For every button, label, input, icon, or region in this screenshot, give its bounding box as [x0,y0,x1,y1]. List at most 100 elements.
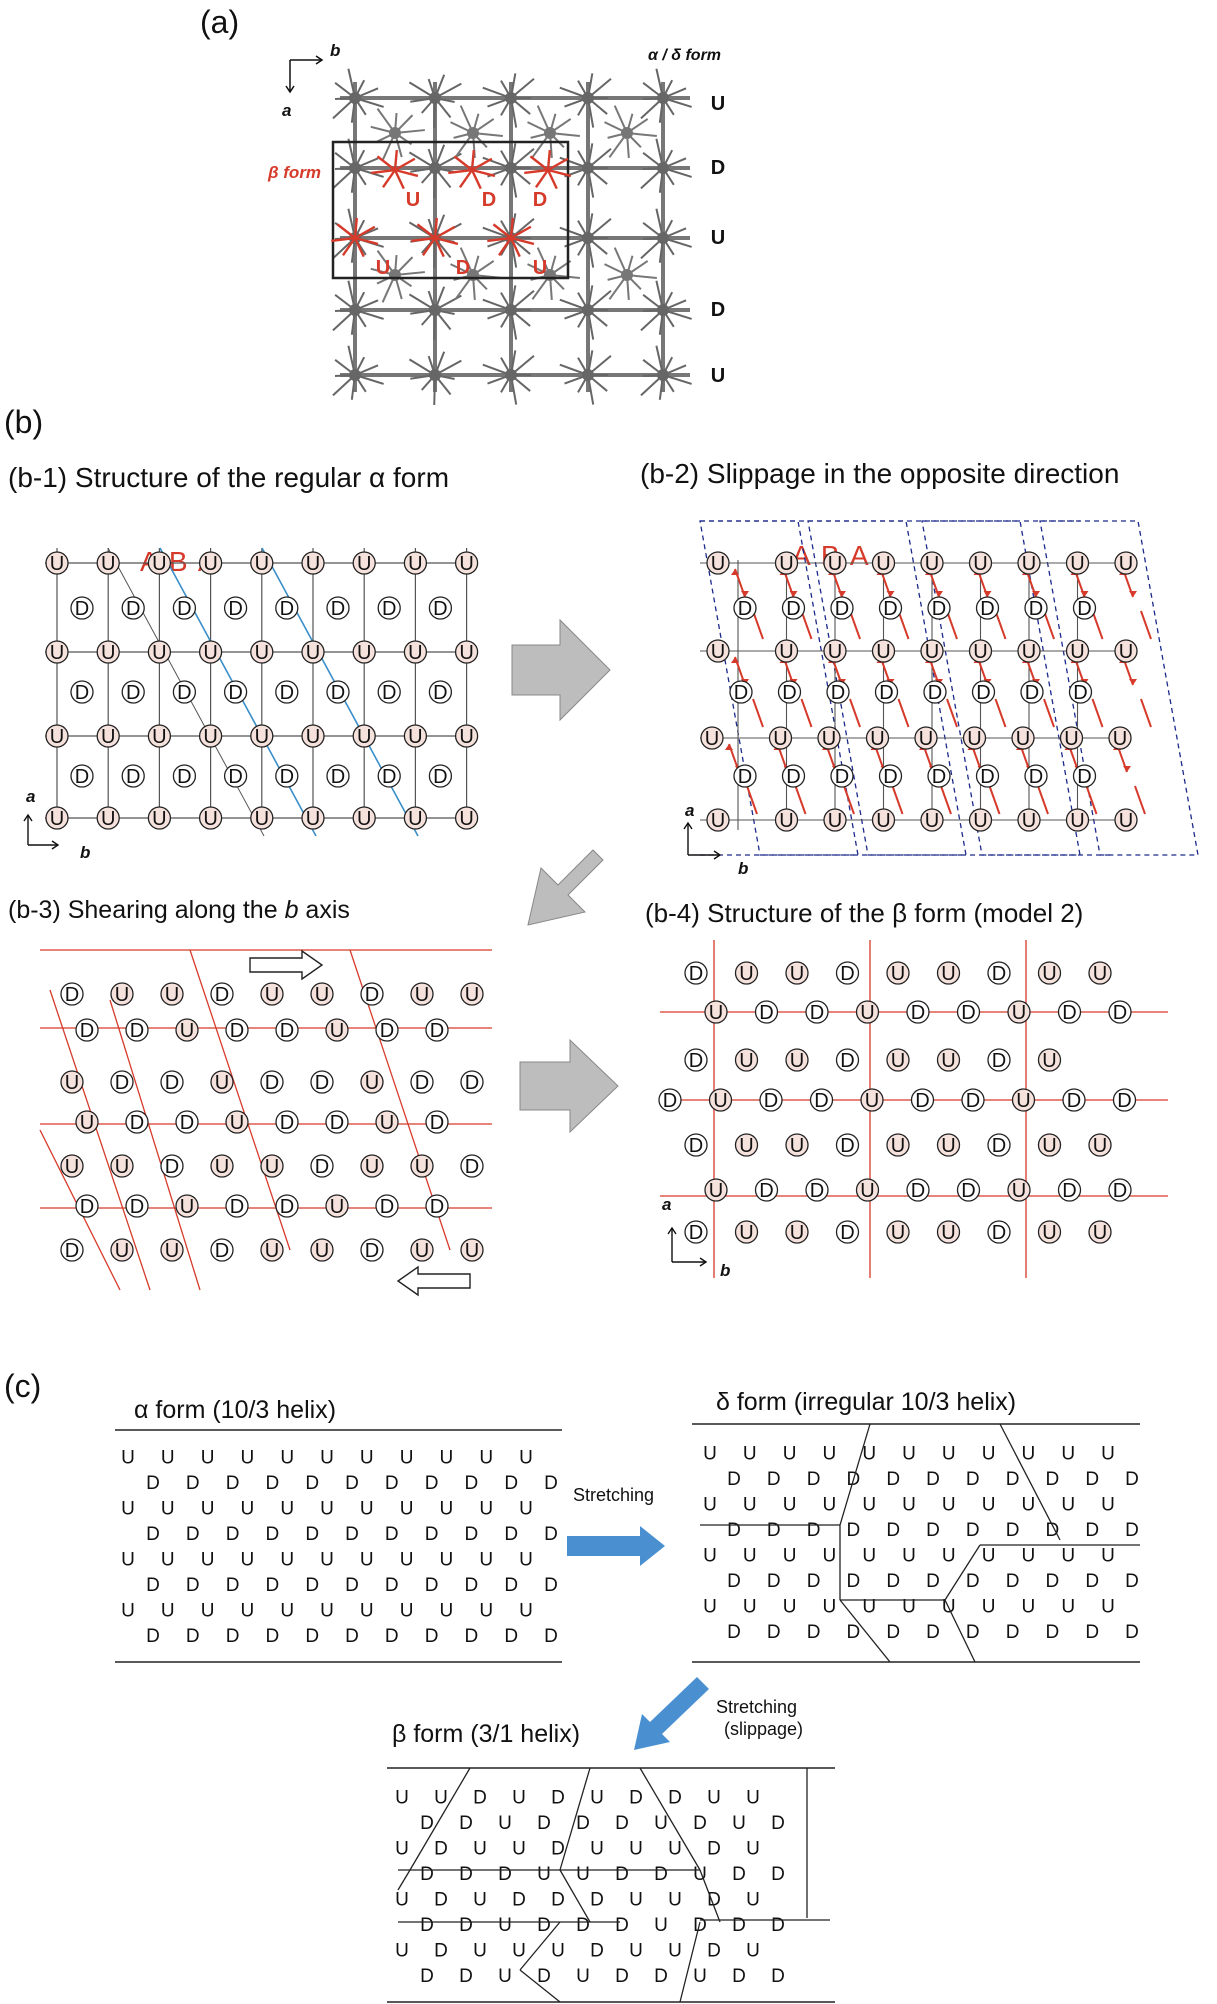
u-chain-label: U [50,553,64,575]
d-chain-circle [223,764,248,788]
alpha-chain-letter: U [241,1550,255,1571]
d-chain-circle [110,1070,134,1094]
beta-chain-letter: D [434,1839,448,1860]
alpha-chain-letter: D [226,1626,240,1647]
u-chain-label: U [941,963,955,985]
delta-chain-letter: U [1061,1597,1075,1618]
alpha-chain-letter: D [146,1473,160,1494]
u-chain-label: U [306,642,320,664]
d-chain-label: D [230,1196,244,1218]
alpha-chain-letter: U [440,1448,454,1469]
d-chain-label: D [280,1196,294,1218]
d-chain-label: D [738,766,752,788]
d-chain-circle [1024,764,1048,788]
u-chain-label: U [50,808,64,830]
u-chain-circle [410,982,434,1006]
b2-slip-arrow [1091,610,1104,640]
u-chain-circle [45,724,69,748]
b2-slip-arrow [940,785,952,815]
delta-chain-letter: U [823,1597,837,1618]
u-chain-circle [1114,551,1138,575]
u-chain-label: U [180,1020,194,1042]
delta-chain-letter: U [902,1495,916,1516]
u-chain-label: U [152,642,166,664]
u-chain-circle [708,1088,733,1112]
b1-axis-b: b [80,843,91,862]
d-chain-label: D [1025,682,1039,704]
d-chain-label: D [1077,766,1091,788]
delta-chain-letter: U [1022,1546,1036,1567]
stretching-label-1: Stretching [573,1485,655,1505]
b2-slip-arrow [1091,698,1104,728]
u-chain-circle [147,551,172,575]
u-chain-circle [1088,961,1112,985]
delta-chain-letter: U [862,1597,876,1618]
u-chain-label: U [380,1112,394,1134]
alpha-chain-letter: D [465,1473,479,1494]
u-chain-label: U [860,1002,874,1024]
delta-chain-letter: U [783,1444,797,1465]
a-beta-arm [433,217,439,239]
b2-slip-arrow [1037,785,1049,815]
u-chain-circle [968,551,993,575]
a-beta-molecule [524,149,572,190]
beta-chain-letter: D [693,1813,707,1834]
a-molecule-core [657,92,669,104]
b2-slip-arrowhead [789,591,798,597]
beta-chain-letter: D [551,1890,565,1911]
d-chain-label: D [810,1180,824,1202]
beta-chain-letter: D [420,1966,434,1987]
delta-chain-letter: D [886,1622,900,1643]
d-chain-label: D [835,598,849,620]
a-beta-arm [524,168,549,175]
beta-chain-letter: D [512,1890,526,1911]
delta-chain-letter: U [703,1597,717,1618]
d-chain-label: D [835,766,849,788]
a-beta-arm [458,169,473,188]
a-molecule-node [408,351,462,406]
u-chain-label: U [828,553,842,575]
beta-chain-letter: D [537,1813,551,1834]
u-chain-label: U [215,1156,229,1178]
d-chain-circle [1072,764,1097,788]
alpha-chain-letter: D [385,1524,399,1545]
d-chain-label: D [1073,682,1087,704]
a-beta-chain-label: U [406,189,420,211]
d-chain-circle [325,1110,349,1134]
a-molecule-node [640,345,692,400]
delta-chain-letter: U [942,1444,956,1465]
beta-chain-letter: D [732,1966,746,1987]
beta-chain-letter: U [537,1864,551,1885]
beta-chain-letter: U [498,1813,512,1834]
d-chain-label: D [1113,1180,1127,1202]
d-chain-circle [125,1018,149,1042]
u-chain-label: U [203,726,217,748]
delta-chain-letter: U [743,1444,757,1465]
b2-axis-a: a [685,801,695,820]
u-chain-label: U [357,553,371,575]
alpha-chain-letter: U [241,1448,255,1469]
panel-c-letter: (c) [4,1368,42,1404]
b3-red-shear-line [189,949,291,1251]
alpha-chain-letter: D [385,1473,399,1494]
u-chain-circle [734,1220,759,1244]
d-chain-circle [310,1154,334,1178]
d-chain-circle [874,680,899,704]
a-molecule-core [657,162,669,174]
a-molecule-node [332,345,384,400]
d-chain-circle [906,1000,930,1024]
a-beta-arm [453,155,473,171]
u-chain-label: U [101,808,115,830]
u-chain-circle [260,1238,284,1262]
u-chain-label: U [941,1222,955,1244]
d-chain-label: D [992,963,1006,985]
u-chain-circle [403,806,428,830]
b1-axis-a: a [26,787,36,806]
d-chain-label: D [433,766,447,788]
u-chain-label: U [1119,810,1133,832]
beta-slip-boundary [409,1767,471,1871]
u-chain-circle [160,982,184,1006]
u-chain-circle [1011,726,1035,750]
a-beta-form-label: β form [268,163,322,182]
d-chain-label: D [365,984,379,1006]
